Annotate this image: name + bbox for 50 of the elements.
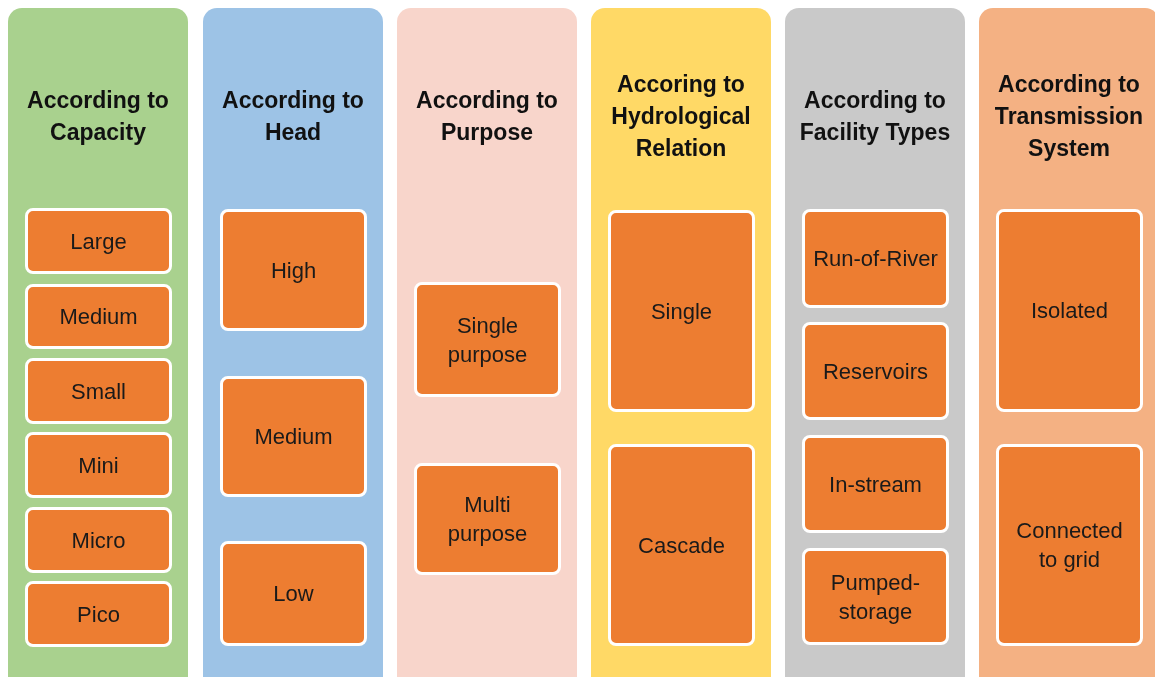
category-label: Connected to grid: [1015, 517, 1124, 574]
column-heading: According to Purpose: [415, 86, 559, 147]
category-box: [802, 435, 949, 533]
category-label: Single purpose: [446, 311, 529, 369]
category-label: Medium: [59, 303, 138, 331]
category-label: Small: [71, 377, 126, 406]
category-box: [25, 507, 172, 573]
category-column: [979, 8, 1155, 677]
category-box: [220, 376, 367, 497]
column-heading: According to Capacity: [26, 86, 170, 147]
category-label: High: [270, 256, 317, 285]
category-label: Run-of-River: [813, 245, 938, 273]
category-box: [802, 322, 949, 420]
category-box: [25, 208, 172, 274]
category-box: [25, 284, 172, 349]
category-label: Mini: [78, 451, 119, 480]
category-box: [25, 432, 172, 498]
category-label: Reservoirs: [822, 357, 929, 386]
category-label: Low: [273, 580, 314, 608]
category-box: [608, 444, 755, 646]
category-box: [25, 358, 172, 424]
category-column: [397, 8, 577, 677]
category-label: Pico: [77, 600, 120, 629]
category-column: [785, 8, 965, 677]
category-label: Isolated: [1030, 297, 1109, 325]
category-label: Micro: [71, 526, 126, 555]
category-box: [802, 209, 949, 308]
category-label: Cascade: [638, 531, 725, 560]
column-heading: According to Transmission System: [993, 70, 1145, 163]
category-label: Pumped-storage: [829, 568, 922, 626]
category-box: [220, 541, 367, 646]
category-column: [591, 8, 771, 677]
category-label: Multi purpose: [446, 491, 529, 548]
category-label: Single: [650, 297, 713, 326]
category-column: [203, 8, 383, 677]
column-heading: According to Head: [221, 86, 365, 147]
category-box: [220, 209, 367, 331]
category-column: [8, 8, 188, 677]
category-box: [414, 463, 561, 575]
category-label: In-stream: [829, 470, 922, 499]
category-box: [996, 444, 1143, 646]
category-box: [996, 209, 1143, 412]
category-label: Large: [70, 227, 127, 256]
category-box: [414, 282, 561, 397]
category-box: [608, 210, 755, 412]
category-label: Medium: [254, 423, 333, 451]
column-heading: Accoring to Hydrological Relation: [610, 70, 752, 163]
category-box: [25, 581, 172, 647]
column-heading: According to Facility Types: [798, 86, 952, 147]
category-box: [802, 548, 949, 645]
